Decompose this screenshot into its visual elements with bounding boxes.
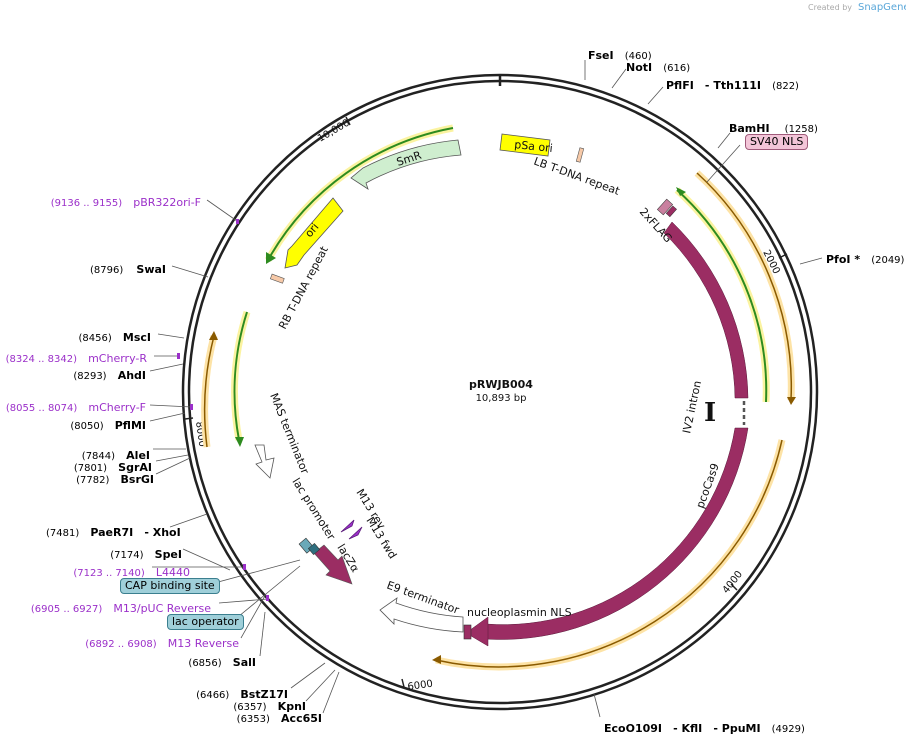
tick-4000-label: 4000 (721, 569, 745, 596)
m13-rev-primer (340, 519, 355, 533)
orange-arc-left-head (209, 331, 218, 340)
sali-leader (259, 611, 266, 657)
laczalpha-arrow (313, 544, 353, 585)
sv40-leader (706, 144, 741, 183)
intron-symbol: I (704, 398, 716, 428)
pfoi-leader (799, 257, 823, 265)
flag-mark (656, 198, 674, 216)
m13r-leader (240, 593, 267, 639)
green-arc-top-head (266, 252, 276, 264)
tick-10000-mark (345, 116, 351, 126)
mcherryf-primer-mark (190, 404, 193, 410)
orange-arc-left (203, 335, 215, 448)
ahdi-leader (149, 363, 184, 372)
msci-leader (157, 333, 185, 339)
smr-arrow (350, 139, 462, 190)
tick-6000-mark (401, 678, 405, 688)
tick-4000-mark (730, 583, 738, 591)
green-arc-top (267, 127, 454, 261)
sv40-mark (665, 205, 677, 218)
pflmi-leader (149, 412, 186, 422)
cap-site-mark (307, 542, 321, 556)
tick-6000-label: 6000 (407, 679, 434, 693)
cap-leader (206, 559, 301, 586)
plasmid-name: pRWJB004 (469, 378, 533, 391)
mcherryf-leader (149, 404, 193, 408)
pbr-leader (206, 199, 238, 222)
swai-leader (171, 265, 209, 278)
nucleoplasmin-nls-mark (463, 624, 472, 640)
bsrgi-leader (155, 457, 191, 475)
tick-2000-mark (778, 253, 788, 259)
lb-repeat-mark (575, 147, 585, 163)
mcherryr-primer-mark (177, 353, 180, 359)
plasmid-size: 10,893 bp (476, 393, 527, 404)
kpni-leader (305, 669, 336, 702)
eco-leader (593, 693, 601, 718)
spei-leader (182, 548, 231, 571)
cas9-arrowhead (465, 616, 489, 647)
psa-ori-box (499, 133, 551, 157)
lac-promoter-label: lac promoter (289, 476, 338, 543)
psa-ori-label: pSa ori (514, 138, 554, 155)
green-arc-right (676, 189, 768, 403)
snapgene-logo-text: SnapGene (858, 2, 906, 13)
nucleoplasmin-nls-label: nucleoplasmin NLS (467, 606, 572, 619)
m13-primer-mark (266, 595, 269, 601)
m13puc-leader (218, 598, 269, 604)
orange-arc-lower-head (432, 655, 441, 664)
mas-terminator-label: MAS terminator (267, 391, 311, 476)
orange-arc-lower (435, 439, 783, 668)
green-arc-left-head (235, 437, 244, 447)
pflfi-leader (647, 86, 664, 105)
intron-label: IV2 intron (680, 379, 704, 434)
rb-repeat-label: RB T-DNA repeat (276, 244, 331, 332)
paer7i-leader (169, 513, 208, 528)
pbr-primer-mark (236, 219, 239, 224)
cas9-arc-upper (663, 221, 749, 399)
green-arc-left (233, 311, 248, 441)
mas-terminator-arrow (254, 444, 275, 479)
created-by-text: Created by (808, 3, 852, 12)
orange-arc-right (696, 172, 793, 401)
e9-terminator-arrow (379, 597, 464, 633)
noti-leader (611, 68, 627, 89)
green-arc-right-head (676, 187, 686, 196)
smr-label: SmR (395, 149, 423, 169)
bstz-leader (290, 662, 326, 689)
sgrai-leader (155, 454, 189, 462)
l4440-primer-mark (243, 564, 246, 570)
rb-repeat-mark (269, 273, 285, 284)
m13-fwd-primer (348, 526, 363, 540)
orange-arc-right-head (787, 397, 796, 405)
bamhi-leader (717, 132, 731, 149)
ori-arrow (284, 197, 344, 269)
tick-8000-mark (184, 417, 194, 420)
acc-leader (322, 671, 340, 714)
lacop-leader (232, 565, 301, 622)
